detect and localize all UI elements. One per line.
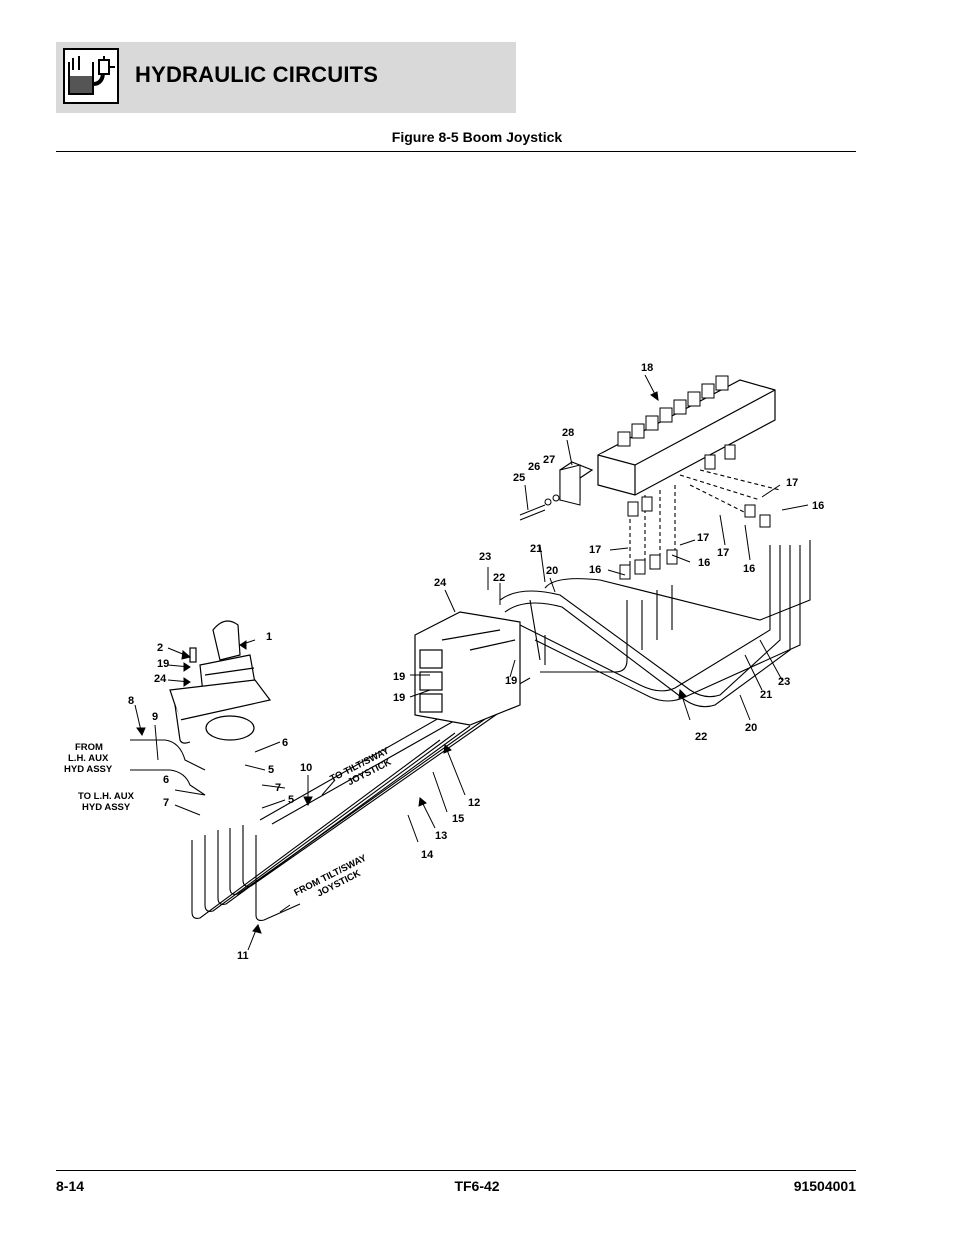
document-number: 91504001 (793, 1178, 856, 1194)
callout-label: 17 (717, 547, 729, 559)
footer-divider (56, 1170, 856, 1171)
callout-label: 1 (266, 631, 272, 643)
callout-label: 24 (434, 577, 447, 589)
callout-label: 22 (493, 572, 505, 584)
callout-label: 17 (786, 477, 798, 489)
callout-label: 19 (505, 675, 517, 687)
callout-label: 5 (268, 764, 274, 776)
callout-label: 16 (812, 500, 824, 512)
callout-label: 12 (468, 797, 480, 809)
header-band (56, 42, 516, 113)
hydraulic-reservoir-icon (63, 48, 119, 104)
callout-label: 21 (530, 543, 542, 555)
callout-label: 9 (152, 711, 158, 723)
model-number: TF6-42 (454, 1178, 500, 1194)
callout-label: 16 (698, 557, 710, 569)
callout-label: 5 (288, 794, 294, 806)
callout-label: 20 (546, 565, 558, 577)
callout-label: 23 (778, 676, 790, 688)
callout-label: 8 (128, 695, 134, 707)
callout-label: 28 (562, 427, 574, 439)
callout-label: 26 (528, 461, 540, 473)
callout-label: 7 (163, 797, 169, 809)
figure-title: Figure 8-5 Boom Joystick (391, 129, 563, 145)
callout-label: 16 (589, 564, 601, 576)
callout-label: 21 (760, 689, 772, 701)
callout-label: 7 (275, 782, 281, 794)
callout-label: 17 (697, 532, 709, 544)
callout-label: 23 (479, 551, 491, 563)
callout-label: 19 (157, 658, 169, 670)
callout-label: 19 (393, 692, 405, 704)
callout-label: 15 (452, 813, 464, 825)
header-divider (56, 151, 856, 152)
callout-label: 19 (393, 671, 405, 683)
callout-label: 16 (743, 563, 755, 575)
callout-label: 6 (282, 737, 288, 749)
note-from-lh-aux: FROM (75, 742, 103, 753)
callout-label: 2 (157, 642, 163, 654)
callout-label: 10 (300, 762, 312, 774)
callout-label: 17 (589, 544, 601, 556)
note-to-lh-aux: TO L.H. AUX (78, 791, 135, 802)
callout-label: 27 (543, 454, 555, 466)
page-title: HYDRAULIC CIRCUITS (135, 62, 379, 87)
callout-label: 14 (421, 849, 434, 861)
callout-label: 22 (695, 731, 707, 743)
callout-label: 24 (154, 673, 167, 685)
callout-label: 25 (513, 472, 525, 484)
callout-label: 20 (745, 722, 757, 734)
note-to-lh-aux: HYD ASSY (82, 802, 131, 813)
note-from-lh-aux: HYD ASSY (64, 764, 113, 775)
page-number: 8-14 (56, 1178, 85, 1194)
callout-label: 13 (435, 830, 447, 842)
callout-label: 6 (163, 774, 169, 786)
callout-label: 11 (237, 950, 249, 962)
callout-label: 18 (641, 362, 653, 374)
note-from-lh-aux: L.H. AUX (68, 753, 109, 764)
